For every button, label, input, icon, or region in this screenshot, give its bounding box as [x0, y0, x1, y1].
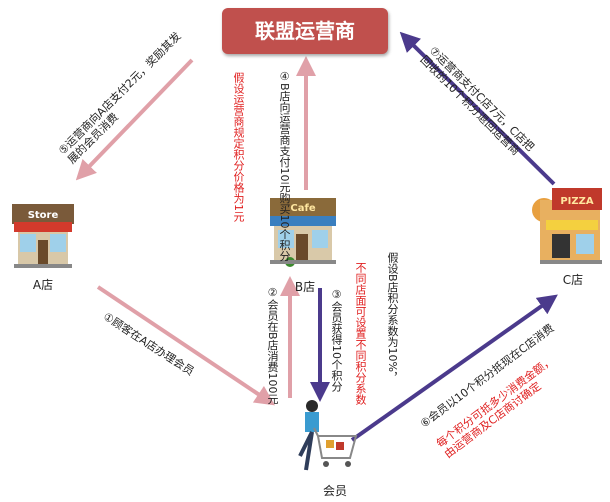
member-label: 会员: [322, 484, 347, 498]
store-c-sign: PIZZA: [560, 196, 594, 207]
arrow-step6: [350, 294, 558, 442]
step3-label: ③会员获得10个积分: [330, 288, 343, 392]
store-c-icon: PIZZA: [532, 188, 602, 264]
store-a-label: A店: [32, 278, 54, 292]
b-store-coefficient-red-note: 不同店面可设置不同积分系数: [354, 262, 367, 405]
store-b-icon: Cafe: [270, 198, 336, 267]
alliance-operator-box: 联盟运营商: [222, 8, 388, 54]
store-a-sign: Store: [28, 210, 59, 221]
arrow-step7: [399, 31, 556, 186]
member-icon: [298, 400, 358, 471]
step2-label: ②会员在B店消费100元: [266, 286, 279, 405]
b-store-coefficient-note: 假设B店积分系数为10%，: [386, 252, 399, 383]
step4-label: ④B店向运营商支付10元购买10个积分: [278, 70, 291, 262]
arrow-step5: [75, 58, 194, 181]
arrow-step1: [96, 285, 275, 406]
store-c-label: C店: [562, 273, 584, 287]
step4-note: 假设运营商规定积分价格为1元: [232, 72, 245, 222]
operator-title: 联盟运营商: [255, 19, 355, 43]
store-a-icon: Store: [12, 204, 74, 268]
store-b-sign: Cafe: [290, 203, 315, 214]
store-b-label: B店: [294, 280, 316, 294]
